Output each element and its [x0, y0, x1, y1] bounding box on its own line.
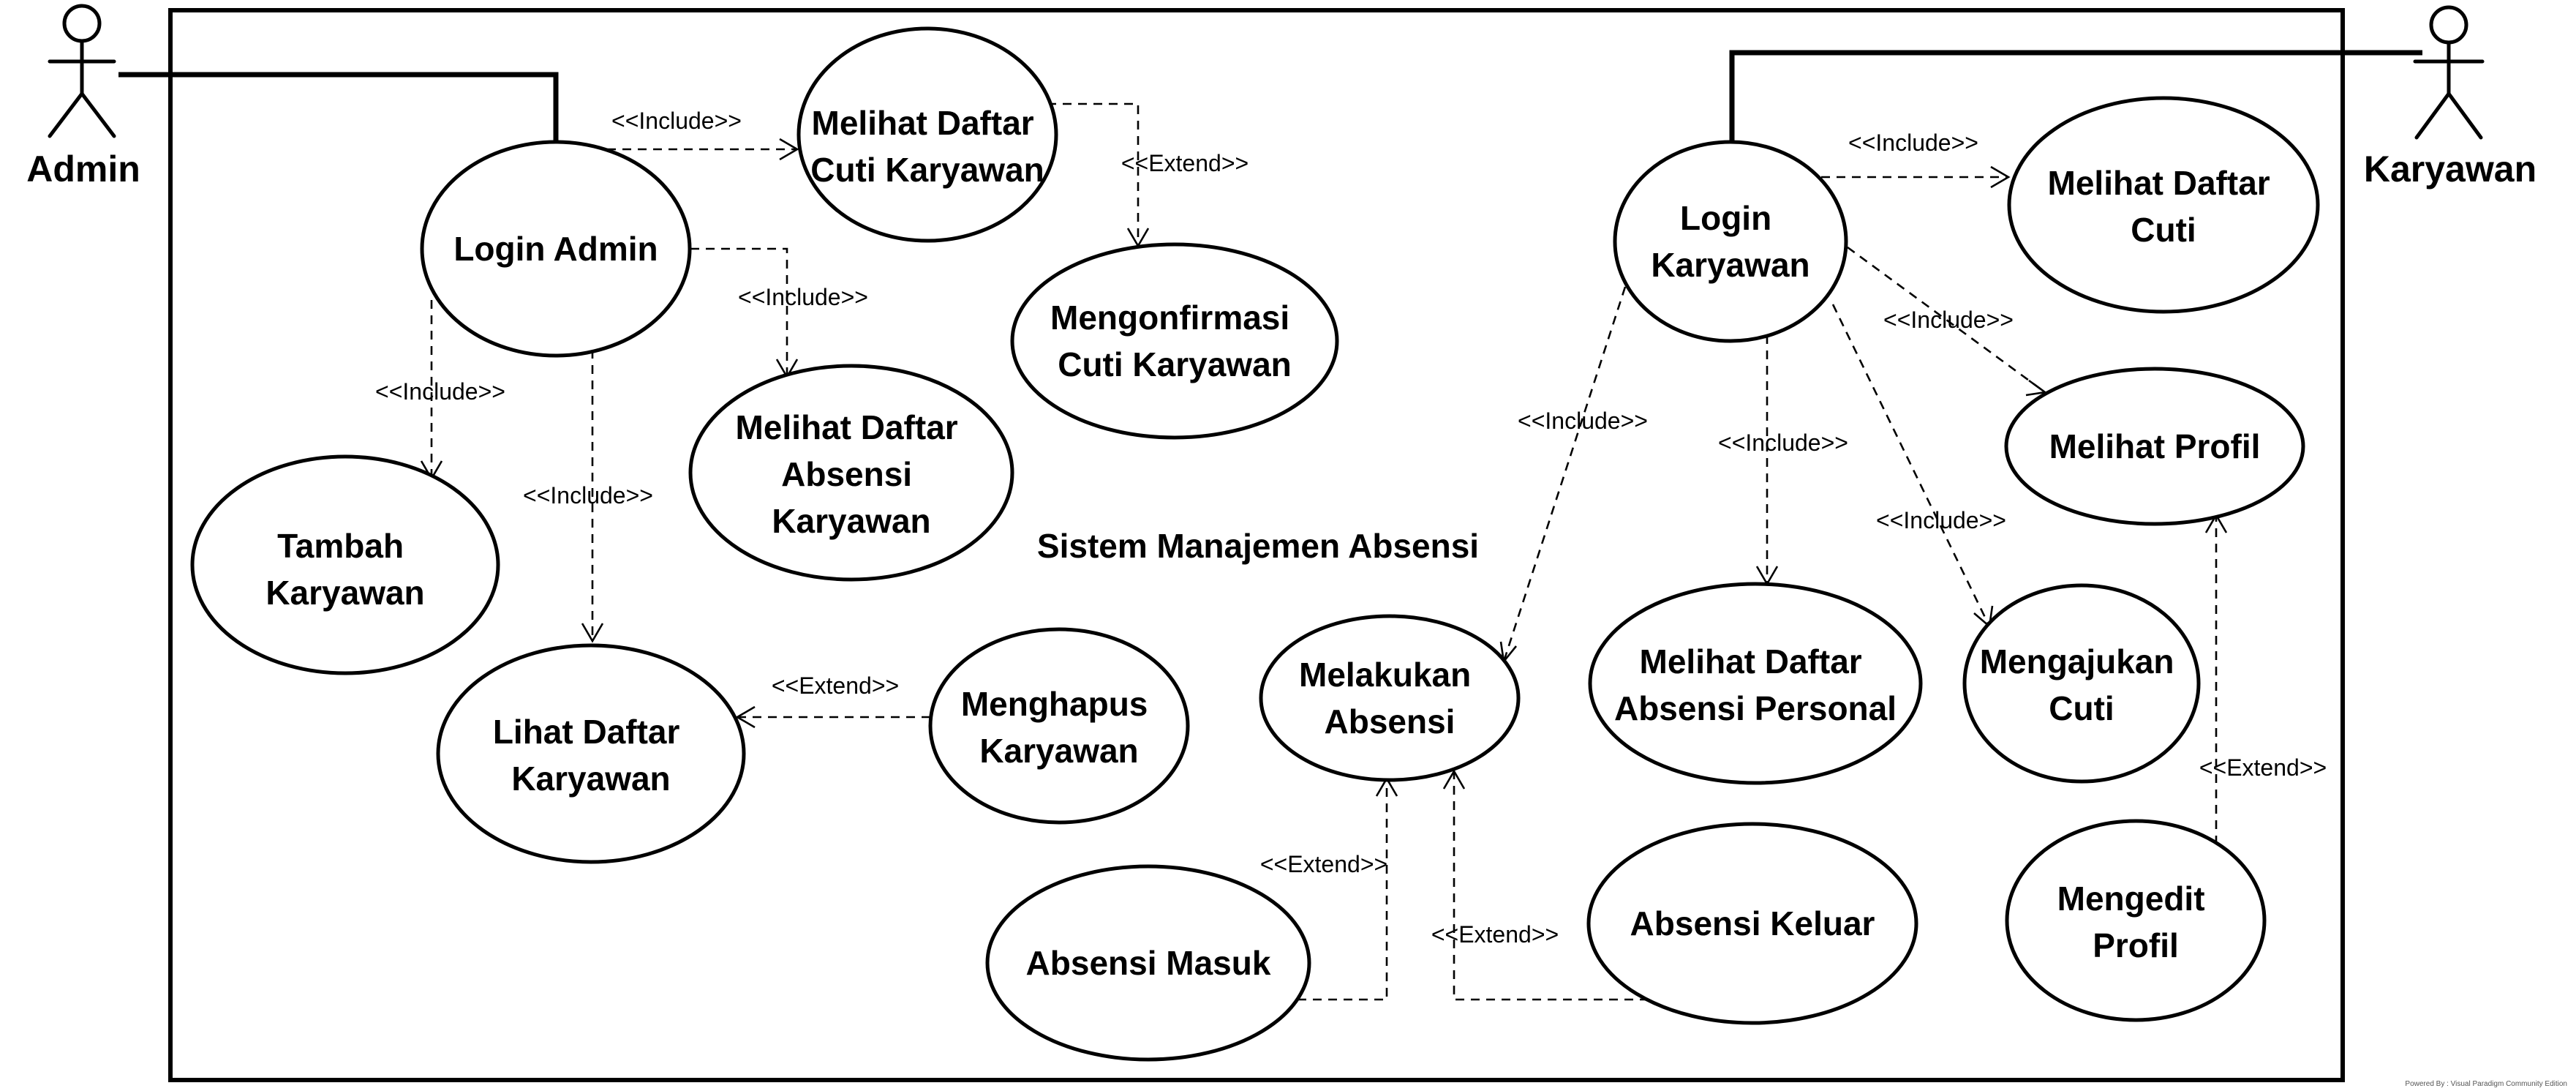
include-label: <<Include>> — [1876, 507, 2006, 533]
use-case-label: Absensi Personal — [1614, 689, 1897, 727]
use-case-menghapus-karyawan[interactable]: Menghapus Karyawan — [928, 627, 1190, 825]
svg-text:Absensi Keluar: Absensi Keluar — [1630, 904, 1875, 942]
extend-label: <<Extend>> — [1260, 851, 1387, 877]
svg-text:Melihat Daftar Cuti: Melihat Daftar Cuti — [2048, 164, 2280, 249]
svg-text:Melihat Profil: Melihat Profil — [2049, 427, 2261, 465]
system-title: Sistem Manajemen Absensi — [1037, 527, 1479, 565]
use-case-label: Cuti — [2049, 689, 2114, 727]
use-case-label: Login Admin — [453, 230, 658, 268]
include-edge — [1831, 304, 1991, 627]
use-case-label: Cuti — [2131, 211, 2196, 249]
svg-text:Melihat Daftar Absensi: Melihat Daftar Absensi Karyawan — [736, 408, 968, 540]
svg-text:Melihat Daftar Cuti Kary: Melihat Daftar Cuti Karyawan — [810, 104, 1044, 189]
actor-admin-label: Admin — [26, 149, 140, 190]
svg-text:Lihat Daftar Karyawan: Lihat Daftar Karyawan — [493, 713, 689, 798]
use-case-label: Absensi Keluar — [1630, 904, 1875, 942]
extend-edge — [1047, 102, 1140, 246]
use-case-label: Melihat Daftar — [812, 104, 1034, 142]
use-case-label: Karyawan — [772, 502, 930, 540]
use-case-mengajukan-cuti[interactable]: Mengajukan Cuti — [1962, 583, 2201, 784]
use-case-label: Melihat Daftar — [1640, 642, 1862, 681]
use-case-label: Login — [1680, 199, 1771, 237]
use-case-label: Menghapus — [961, 685, 1148, 723]
use-case-tambah-karyawan[interactable]: Tambah Karyawan — [190, 454, 500, 675]
include-label: <<Include>> — [1848, 130, 1978, 156]
use-case-label: Absensi — [781, 455, 912, 493]
include-label: <<Include>> — [375, 378, 505, 405]
use-case-label: Melihat Daftar — [736, 408, 958, 446]
use-case-label: Karyawan — [979, 732, 1138, 770]
footer-credit: Powered By : Visual Paradigm Community E… — [2405, 1080, 2567, 1088]
use-case-label: Mengajukan — [1980, 642, 2174, 681]
extend-label: <<Extend>> — [772, 672, 899, 699]
extend-label: <<Extend>> — [2199, 754, 2327, 781]
actor-karyawan-label: Karyawan — [2364, 149, 2537, 190]
svg-text:Mengajukan Cuti: Mengajukan Cuti — [1980, 642, 2184, 727]
actor-admin[interactable]: Admin — [26, 4, 140, 190]
use-case-mengonfirmasi-cuti-karyawan[interactable]: Mengonfirmasi Cuti Karyawan — [1010, 242, 1339, 440]
use-case-label: Mengedit — [2057, 880, 2205, 918]
include-edge — [1502, 286, 1627, 662]
system-boundary — [168, 8, 2345, 1082]
use-case-label: Melihat Daftar — [2048, 164, 2270, 202]
use-case-label: Cuti Karyawan — [1058, 345, 1292, 383]
include-label: <<Include>> — [1883, 307, 2014, 333]
include-label: <<Include>> — [1718, 430, 1848, 456]
svg-text:Melakukan Absensi: Melakukan Absensi — [1299, 656, 1480, 741]
use-case-melakukan-absensi[interactable]: Melakukan Absensi — [1259, 614, 1521, 782]
association-karyawan-login — [1729, 50, 2422, 140]
use-case-melihat-daftar-absensi-personal[interactable]: Melihat Daftar Absensi Personal — [1588, 582, 1923, 785]
use-case-melihat-daftar-absensi-karyawan[interactable]: Melihat Daftar Absensi Karyawan — [688, 364, 1014, 582]
include-edge — [690, 247, 788, 377]
include-label: <<Include>> — [611, 108, 742, 134]
use-case-login-admin[interactable]: Login Admin — [420, 140, 692, 358]
use-case-login-karyawan[interactable]: Login Karyawan — [1613, 140, 1848, 343]
actor-karyawan[interactable]: Karyawan — [2364, 5, 2537, 190]
use-case-label: Karyawan — [265, 574, 424, 612]
use-case-label: Lihat Daftar — [493, 713, 680, 751]
extend-edge — [1298, 779, 1388, 1001]
use-case-absensi-keluar[interactable]: Absensi Keluar — [1586, 822, 1918, 1025]
include-label: <<Include>> — [523, 482, 653, 509]
use-case-label: Karyawan — [511, 760, 670, 798]
svg-text:Mengonfirmasi Cuti Karya: Mengonfirmasi Cuti Karyawan — [1050, 299, 1299, 383]
include-label: <<Include>> — [1518, 408, 1648, 434]
use-case-label: Absensi — [1325, 702, 1455, 741]
use-case-label: Melakukan — [1299, 656, 1471, 694]
use-case-lihat-daftar-karyawan[interactable]: Lihat Daftar Karyawan — [436, 643, 746, 864]
extend-label: <<Extend>> — [1121, 150, 1249, 176]
actor-head-icon — [2429, 5, 2468, 45]
use-case-label: Karyawan — [1651, 246, 1809, 284]
svg-text:Login Admin: Login Admin — [453, 230, 658, 268]
include-edge — [1847, 246, 2046, 394]
use-case-absensi-masuk[interactable]: Absensi Masuk — [985, 864, 1311, 1062]
svg-text:Mengedit Profil: Mengedit Profil — [2057, 880, 2215, 964]
use-case-label: Cuti Karyawan — [810, 151, 1044, 189]
extend-edge — [1453, 771, 1649, 1001]
use-case-label: Absensi Masuk — [1026, 944, 1271, 982]
use-case-label: Profil — [2093, 926, 2179, 964]
association-admin-login — [118, 72, 559, 140]
use-case-label: Mengonfirmasi — [1050, 299, 1289, 337]
svg-text:Login Karyawan: Login Karyawan — [1651, 199, 1809, 284]
use-case-melihat-daftar-cuti-karyawan[interactable]: Melihat Daftar Cuti Karyawan — [796, 26, 1058, 243]
svg-text:Menghapus Karyawan: Menghapus Karyawan — [961, 685, 1157, 770]
relationships: <<Include>> <<Extend>> <<Include>> <<Inc… — [375, 102, 2327, 1001]
actor-head-icon — [62, 4, 102, 43]
extend-label: <<Extend>> — [1431, 921, 1559, 948]
svg-text:Absensi Masuk: Absensi Masuk — [1026, 944, 1271, 982]
use-case-label: Tambah — [277, 527, 404, 565]
include-label: <<Include>> — [738, 284, 868, 310]
svg-text:Tambah Karyawan: Tambah Karyawan — [265, 527, 424, 612]
svg-text:Melihat Daftar Absensi P: Melihat Daftar Absensi Personal — [1614, 642, 1897, 727]
use-case-label: Melihat Profil — [2049, 427, 2261, 465]
use-case-mengedit-profil[interactable]: Mengedit Profil — [2005, 819, 2267, 1022]
use-case-melihat-profil[interactable]: Melihat Profil — [2004, 367, 2305, 526]
use-case-melihat-daftar-cuti[interactable]: Melihat Daftar Cuti — [2007, 96, 2320, 314]
